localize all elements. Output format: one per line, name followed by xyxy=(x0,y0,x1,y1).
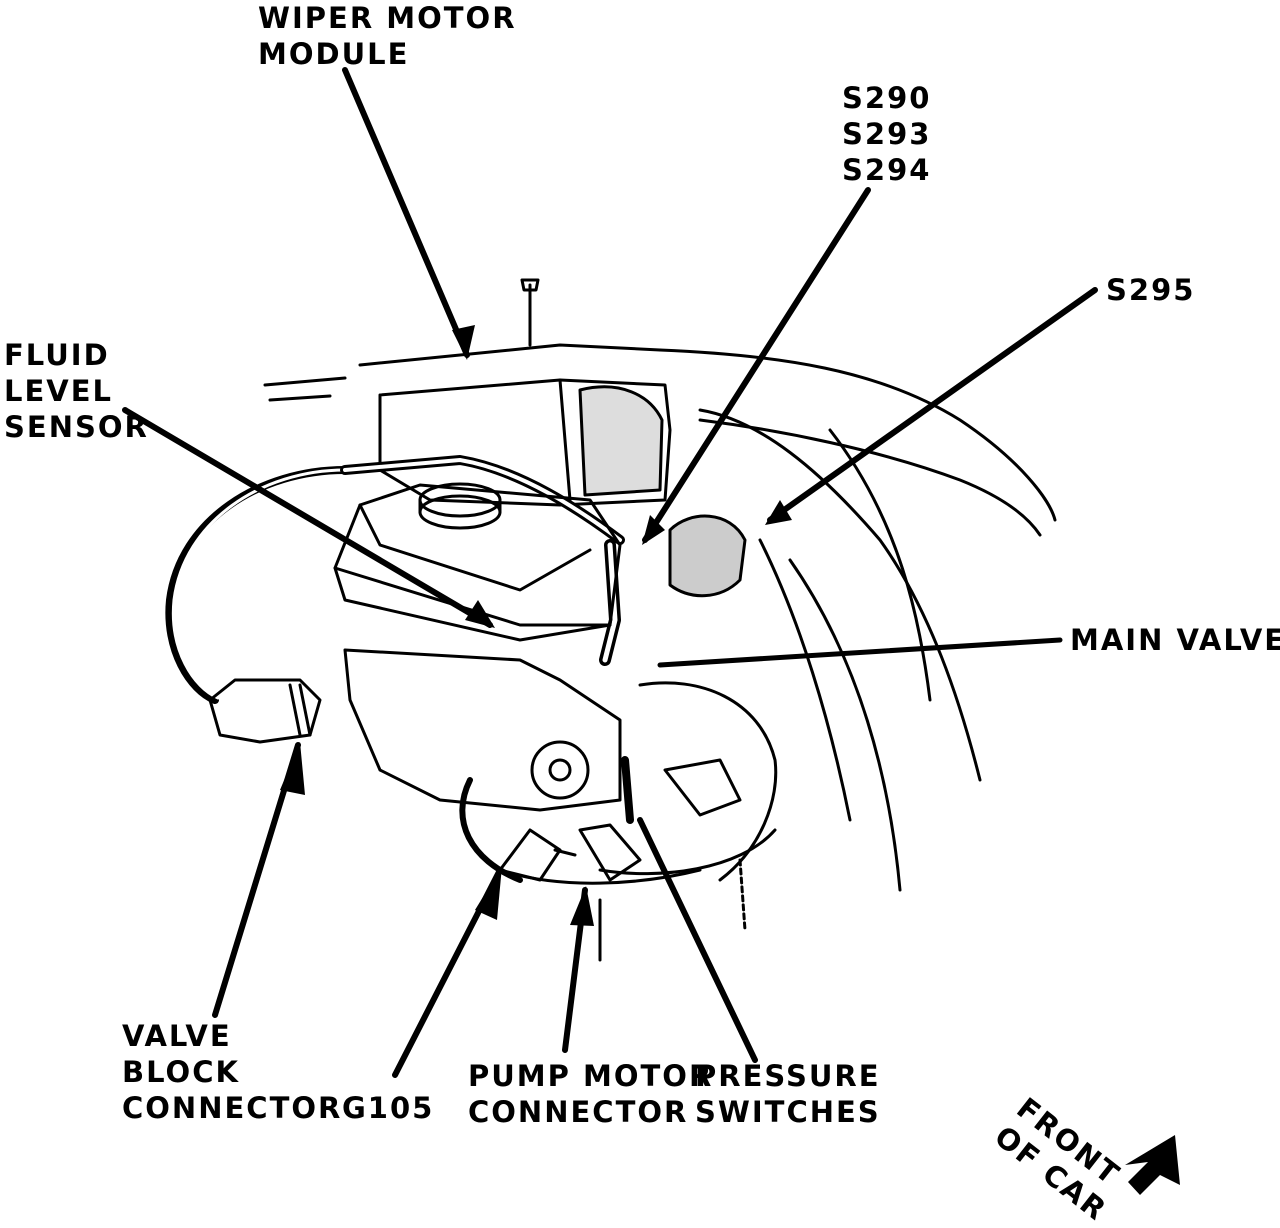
reservoir-cap-top xyxy=(418,482,502,518)
label-fluid-line-3: SENSOR xyxy=(4,410,149,444)
reservoir-top-edge xyxy=(358,503,592,592)
leader-main-valve xyxy=(657,637,1063,668)
wiper-module-detail xyxy=(558,378,572,502)
main-valve-body xyxy=(638,681,778,882)
g105-bolt xyxy=(553,848,577,857)
valve-body xyxy=(343,648,622,812)
cowl-line xyxy=(263,376,347,387)
arrowhead-wiper xyxy=(452,325,475,360)
label-g105: G105 xyxy=(342,1091,435,1125)
leader-wiper-motor-module xyxy=(342,67,470,358)
leader-fluid-level-sensor xyxy=(122,407,493,628)
arrowhead-splices xyxy=(642,515,665,545)
label-s290: S290 xyxy=(842,81,932,115)
wiper-bolt xyxy=(520,278,540,302)
body-arc-2 xyxy=(788,558,902,892)
label-splices-top: S290 S293 S294 xyxy=(842,80,931,188)
fender-curve-2 xyxy=(828,428,932,702)
wiper-module-body xyxy=(378,378,672,507)
front-of-car-arrow xyxy=(1125,1135,1180,1195)
reservoir-lid-line xyxy=(333,566,612,627)
arrowhead-valve-block xyxy=(280,742,305,795)
leader-s295 xyxy=(767,287,1098,523)
reservoir-body xyxy=(333,483,622,642)
label-s294: S294 xyxy=(842,153,932,187)
fender-outline xyxy=(658,348,1057,522)
valve-block-connector-shape xyxy=(208,678,322,744)
label-main-valve: MAIN VALVE xyxy=(1070,623,1280,657)
label-valve-line-1: VALVE xyxy=(122,1019,232,1053)
harness-loop xyxy=(165,466,349,704)
arrowhead-s295 xyxy=(765,500,792,525)
wiper-module-housing xyxy=(578,385,664,497)
pump-arm xyxy=(459,777,523,883)
lower-stud xyxy=(738,858,747,932)
body-arc xyxy=(758,538,852,822)
label-pressure-switches: PRESSURE SWITCHES xyxy=(695,1058,881,1130)
label-pump-line-1: PUMP MOTOR xyxy=(468,1059,714,1093)
label-wiper-motor-module: WIPER MOTOR MODULE xyxy=(258,0,517,72)
leader-pressure-switches xyxy=(637,817,758,1063)
label-s295: S295 xyxy=(1106,273,1196,307)
lower-line xyxy=(498,868,702,885)
main-valve-ring xyxy=(598,828,777,876)
arrowhead-fluid xyxy=(465,600,495,628)
label-valve-line-2: BLOCK xyxy=(122,1055,240,1089)
label-wiper-line-2: MODULE xyxy=(258,37,410,71)
leader-splices-top xyxy=(642,187,871,543)
pump-motor-hub xyxy=(548,758,572,782)
pressure-switch-stem xyxy=(621,756,634,824)
pressure-switch-plate xyxy=(663,758,742,817)
fender-outline-2 xyxy=(698,418,1042,537)
cowl-line-2 xyxy=(268,394,332,402)
arrowhead-pump xyxy=(570,886,594,926)
label-s293: S293 xyxy=(842,117,932,151)
label-fluid-level-sensor: FLUID LEVEL SENSOR xyxy=(4,337,149,445)
arrowhead-g105 xyxy=(475,866,502,920)
cowl-top xyxy=(358,343,662,367)
valve-block-connector-ribs xyxy=(288,683,312,737)
label-fluid-line-1: FLUID xyxy=(4,338,110,372)
label-valve-block-connector: VALVE BLOCK CONNECTOR xyxy=(122,1018,342,1126)
harness-down-inner xyxy=(602,542,618,663)
splice-box xyxy=(668,514,747,598)
label-valve-line-3: CONNECTOR xyxy=(122,1091,343,1125)
fender-curve xyxy=(698,408,982,782)
pump-motor xyxy=(530,740,590,800)
label-pump-line-2: CONNECTOR xyxy=(468,1095,689,1129)
lower-bracket xyxy=(578,823,642,882)
label-pressure-line-2: SWITCHES xyxy=(695,1095,881,1129)
label-wiper-line-1: WIPER MOTOR xyxy=(258,1,517,35)
label-fluid-line-2: LEVEL xyxy=(4,374,114,408)
label-pump-motor-connector: PUMP MOTOR CONNECTOR xyxy=(468,1058,713,1130)
harness-loop-inner xyxy=(171,468,347,700)
harness-run-inner xyxy=(343,458,622,542)
label-pressure-line-1: PRESSURE xyxy=(695,1059,881,1093)
